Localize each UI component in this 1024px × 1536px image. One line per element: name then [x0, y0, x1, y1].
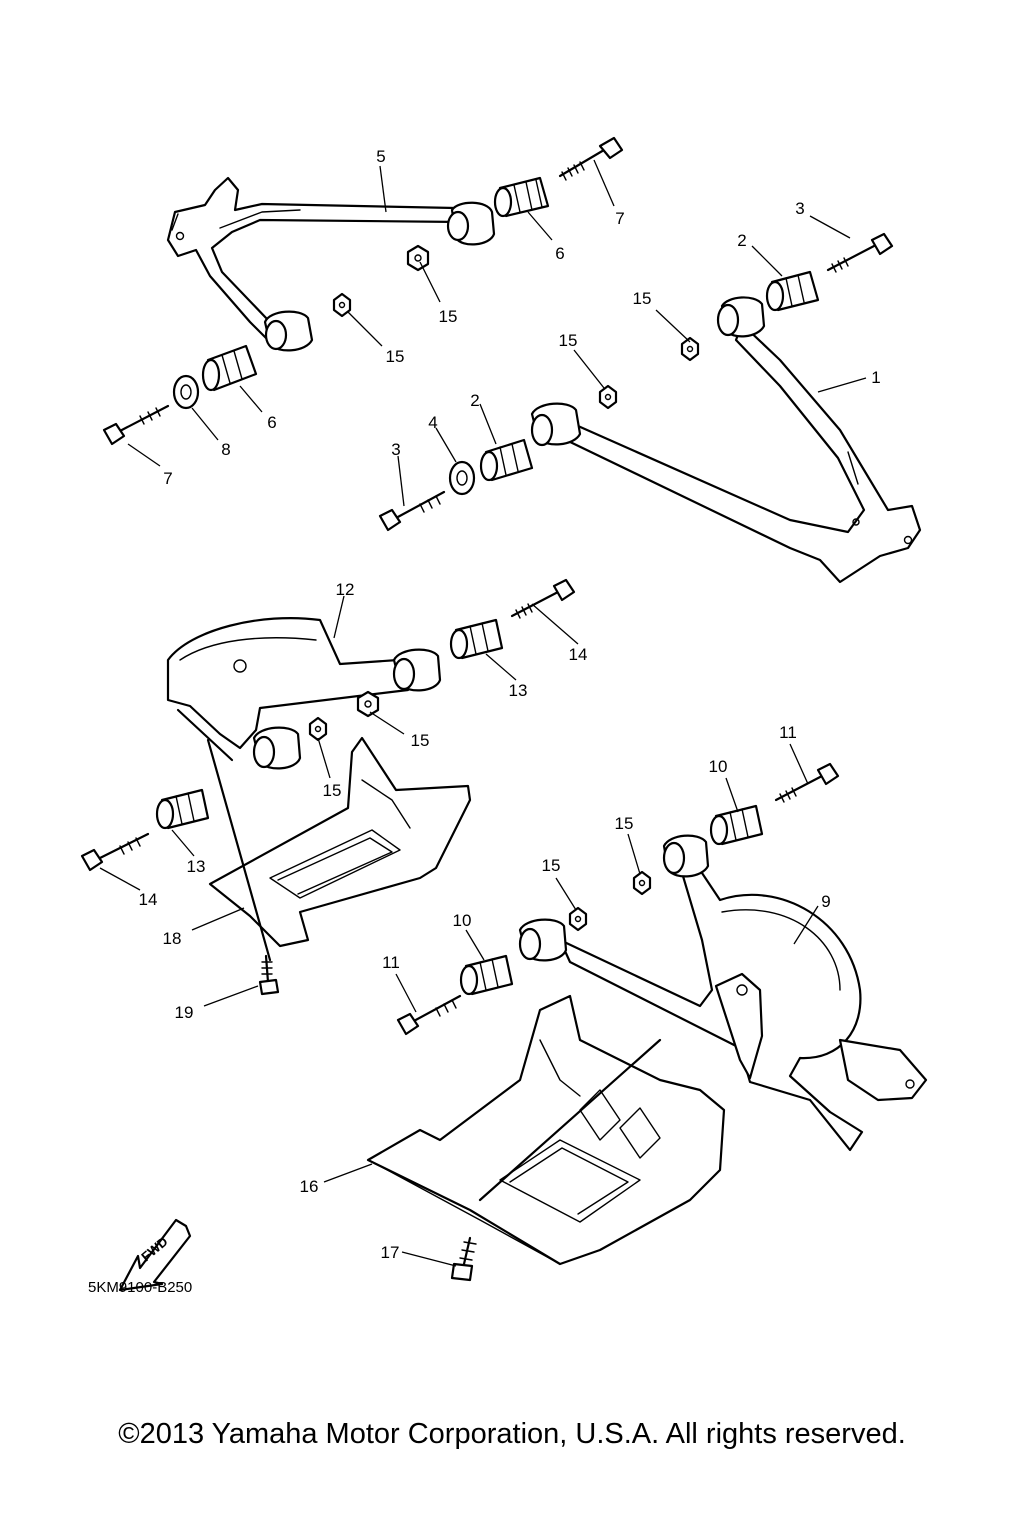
callout-2-left: 2	[470, 391, 479, 410]
nut-15-c	[680, 336, 700, 362]
nut-15-g	[632, 870, 652, 896]
bushing-10-lower	[459, 954, 514, 996]
callout-11-lower: 11	[382, 953, 400, 972]
callout-5: 5	[376, 147, 385, 166]
callout-4: 4	[428, 413, 437, 432]
callout-19: 19	[175, 1003, 194, 1022]
bushing-2-right	[765, 270, 820, 312]
callout-11-upper: 11	[779, 723, 797, 742]
callout-1: 1	[871, 368, 880, 387]
callout-14-upper: 14	[569, 645, 588, 664]
callout-16: 16	[300, 1177, 319, 1196]
callout-15-f: 15	[323, 781, 342, 800]
callout-7-lower: 7	[163, 469, 172, 488]
nut-15-a	[406, 244, 430, 272]
diagram-code: 5KM9100-B250	[88, 1279, 192, 1296]
bolt-3-right	[826, 232, 894, 273]
callout-10-upper: 10	[709, 757, 728, 776]
nut-15-h	[568, 906, 588, 932]
callout-14-lower: 14	[139, 890, 158, 909]
washer-4	[448, 460, 476, 496]
callout-15-e: 15	[411, 731, 430, 750]
bolt-7-lower	[102, 404, 170, 446]
bolt-14-upper	[510, 578, 576, 619]
leader-lines	[99, 159, 867, 1267]
bushing-13-upper	[449, 618, 504, 660]
callout-15-b: 15	[386, 347, 405, 366]
callout-15-g: 15	[615, 814, 634, 833]
callout-17: 17	[381, 1243, 400, 1262]
callout-15-d: 15	[559, 331, 578, 350]
bolt-17	[450, 1236, 477, 1282]
upper-arm-5	[166, 176, 496, 352]
callout-13-lower: 13	[187, 857, 206, 876]
guard-18	[206, 736, 472, 962]
callout-2-right: 2	[737, 231, 746, 250]
callout-6-lower: 6	[267, 413, 276, 432]
callout-3-right: 3	[795, 199, 804, 218]
callout-6-upper: 6	[555, 244, 564, 263]
nut-15-f	[308, 716, 328, 742]
callout-10-lower: 10	[453, 911, 472, 930]
bushing-10-upper	[709, 804, 764, 846]
bushing-6-upper	[493, 176, 550, 218]
upper-arm-1	[530, 296, 922, 584]
callout-7-upper: 7	[615, 209, 624, 228]
forward-arrow-icon: FWD	[118, 1218, 192, 1292]
bolt-19	[258, 954, 280, 996]
bolt-11-upper	[774, 762, 840, 803]
bolt-7-upper	[558, 136, 624, 181]
callout-8: 8	[221, 440, 230, 459]
bushing-6-lower	[201, 344, 258, 392]
nut-15-d	[598, 384, 618, 410]
callout-12: 12	[336, 580, 355, 599]
washer-8	[172, 374, 200, 410]
callout-18: 18	[163, 929, 182, 948]
callout-15-h: 15	[542, 856, 561, 875]
callout-15-c: 15	[633, 289, 652, 308]
callout-3-left: 3	[391, 440, 400, 459]
lower-arm-9	[518, 834, 928, 1152]
bolt-3-left	[378, 490, 446, 532]
callout-15-a: 15	[439, 307, 458, 326]
nut-15-b	[332, 292, 352, 318]
callout-9: 9	[821, 892, 830, 911]
callout-labels: 5 7 6 15 15 6 8 7 3 2 15 15 1 2 4 3 12 1…	[139, 147, 881, 1262]
copyright-notice: ©2013 Yamaha Motor Corporation, U.S.A. A…	[118, 1418, 906, 1450]
bolt-11-lower	[396, 994, 462, 1036]
bushing-2-left	[479, 438, 534, 482]
bolt-14-lower	[80, 832, 150, 872]
nut-15-e	[356, 690, 380, 718]
bushing-13-lower	[155, 788, 210, 830]
lower-arm-12	[166, 617, 442, 770]
callout-13-upper: 13	[509, 681, 528, 700]
skid-plate-16	[366, 994, 726, 1266]
